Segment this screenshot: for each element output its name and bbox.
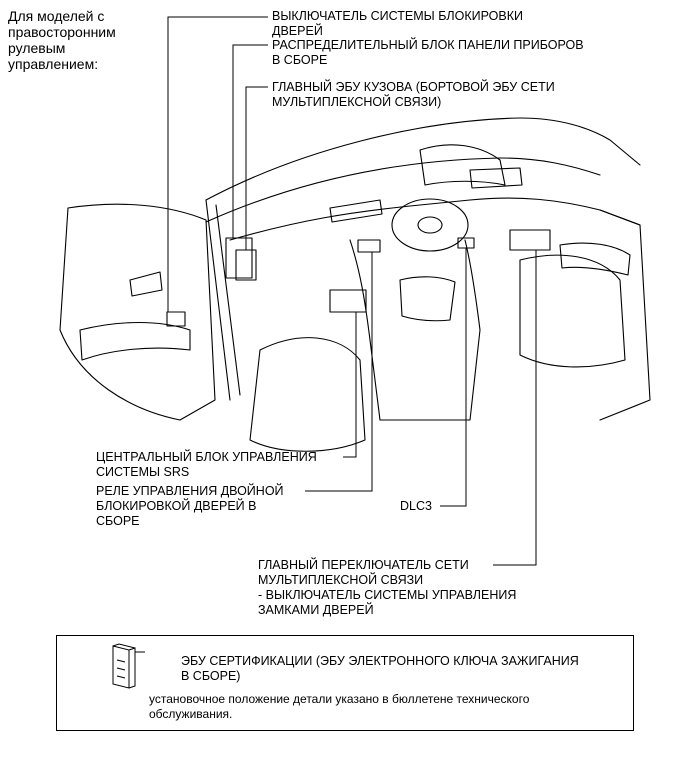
- label-dlc3: DLC3: [400, 499, 432, 513]
- vent-right: [469, 167, 523, 189]
- instrument-junction-block: [225, 237, 253, 279]
- console-shifter: [399, 276, 456, 322]
- left-door-armrest: [79, 322, 191, 361]
- multiplex-master-switch: [509, 229, 551, 251]
- vent-center: [329, 199, 383, 223]
- right-door-armrest: [559, 242, 631, 276]
- right-door-panel: [599, 209, 651, 421]
- double-lock-relay: [357, 239, 381, 253]
- center-console: [349, 239, 481, 421]
- label-door-lock-switch: ВЫКЛЮЧАТЕЛЬ СИСТЕМЫ БЛОКИРОВКИ ДВЕРЕЙ: [272, 9, 523, 38]
- label-double-lock-relay: РЕЛЕ УПРАВЛЕНИЯ ДВОЙНОЙ БЛОКИРОВКОЙ ДВЕР…: [96, 484, 284, 528]
- instrument-hood: [419, 144, 506, 186]
- main-body-ecu: [235, 249, 257, 281]
- a-pillar-inner: [215, 204, 241, 396]
- windshield-outline: [205, 117, 641, 201]
- passenger-seat: [249, 337, 366, 452]
- left-door-handle: [129, 271, 163, 297]
- label-main-body-ecu: ГЛАВНЫЙ ЭБУ КУЗОВА (БОРТОВОЙ ЭБУ СЕТИ МУ…: [272, 80, 555, 109]
- heading: Для моделей с правосторонним рулевым упр…: [8, 8, 116, 72]
- certification-ecu-icon: [112, 643, 145, 689]
- legend-note: установочное положение детали указано в …: [149, 692, 530, 721]
- leader-lines: [167, 16, 537, 566]
- a-pillar: [205, 199, 231, 401]
- srs-unit: [329, 289, 367, 313]
- legend-box: ЭБУ СЕРТИФИКАЦИИ (ЭБУ ЭЛЕКТРОННОГО КЛЮЧА…: [56, 635, 634, 731]
- door-lock-switch: [166, 311, 186, 327]
- label-srs-center-unit: ЦЕНТРАЛЬНЫЙ БЛОК УПРАВЛЕНИЯ СИСТЕМЫ SRS: [96, 450, 317, 479]
- left-door-frame: [67, 203, 216, 421]
- left-door-panel: [59, 207, 181, 421]
- steering-wheel: [391, 198, 469, 252]
- legend-title: ЭБУ СЕРТИФИКАЦИИ (ЭБУ ЭЛЕКТРОННОГО КЛЮЧА…: [181, 654, 579, 683]
- dash-panel-right: [469, 197, 641, 226]
- dash-panel-left: [229, 199, 471, 241]
- steering-hub: [417, 216, 443, 234]
- label-multiplex-master-switch: ГЛАВНЫЙ ПЕРЕКЛЮЧАТЕЛЬ СЕТИ МУЛЬТИПЛЕКСНО…: [258, 558, 517, 617]
- label-instrument-junction-block: РАСПРЕДЕЛИТЕЛЬНЫЙ БЛОК ПАНЕЛИ ПРИБОРОВ В…: [272, 38, 584, 67]
- dash-upper-line: [205, 157, 601, 223]
- right-seat: [519, 254, 626, 368]
